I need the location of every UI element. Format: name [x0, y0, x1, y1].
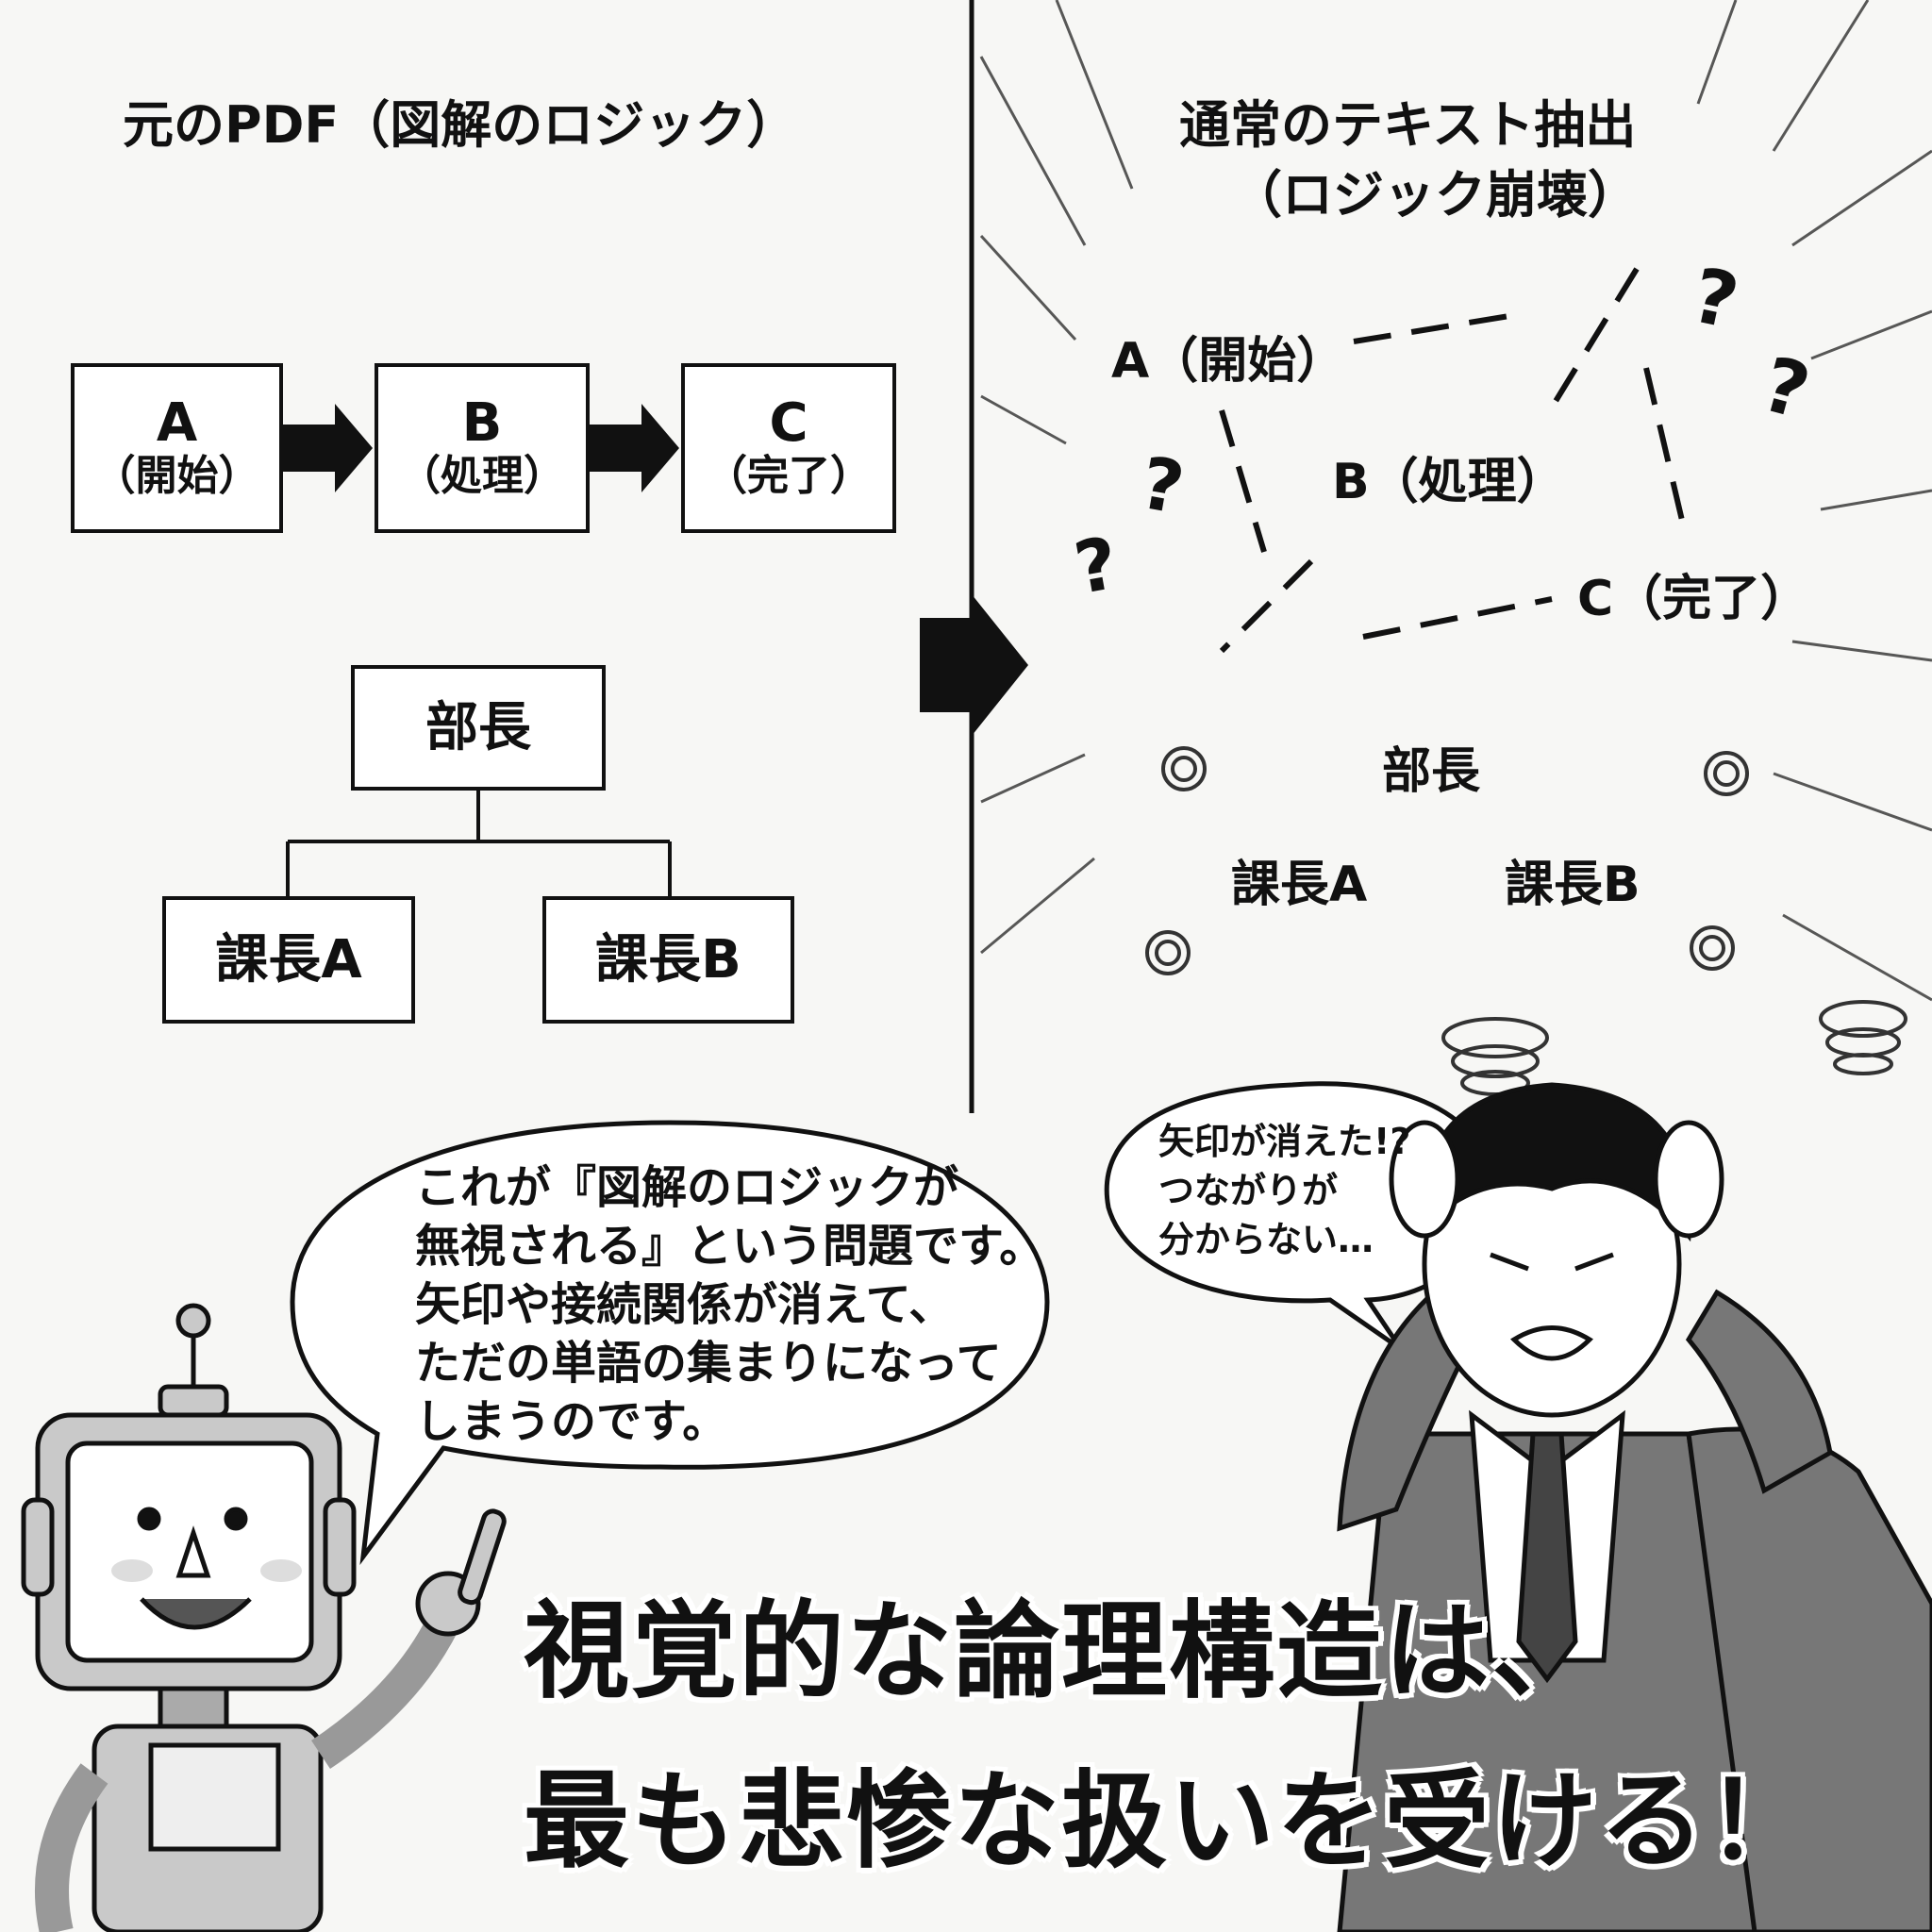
flow-box-a: A （開始）: [71, 363, 283, 533]
scattered-node-chief-a: 課長A: [1231, 857, 1368, 913]
flow-box-letter: B: [461, 391, 503, 454]
org-box-chief-a: 課長A: [162, 896, 415, 1024]
robot-bubble-line: ただの単語の集まりになって: [415, 1337, 1002, 1390]
flow-box-label: （完了）: [706, 452, 872, 501]
flow-box-b: B （処理）: [375, 363, 590, 533]
big-arrow-icon: [920, 594, 1028, 736]
flow-box-letter: C: [769, 391, 808, 454]
caption-line1: 視覚的な論理構造は、: [524, 1591, 1599, 1713]
man-bubble-line: つながりが: [1158, 1170, 1339, 1211]
scattered-node-a: A（開始）: [1111, 333, 1346, 390]
flow-box-label: （開始）: [93, 452, 260, 501]
robot-speech-bubble: [290, 1120, 1050, 1566]
scattered-node-b: B（処理）: [1332, 454, 1566, 510]
arrow-icon: [590, 404, 679, 492]
dizzy-swirl-icons: [1145, 746, 1907, 1096]
flow-box-letter: A: [156, 391, 198, 454]
flow-box-c: C （完了）: [681, 363, 896, 533]
left-panel-title: 元のPDF（図解のロジック）: [123, 95, 798, 155]
org-box-chief-b: 課長B: [542, 896, 794, 1024]
org-box-label: 課長B: [595, 928, 741, 991]
robot-bubble-line: しまうのです。: [415, 1395, 728, 1448]
org-box-label: 課長A: [215, 928, 362, 991]
robot-bubble-line: これが『図解のロジックが: [415, 1161, 959, 1214]
confused-man-illustration: [1337, 1082, 1932, 1932]
man-bubble-line: 分からない…: [1158, 1219, 1374, 1260]
org-box-boss: 部長: [351, 665, 606, 791]
scattered-node-chief-b: 課長B: [1505, 857, 1641, 913]
caption-line2: 最も悲惨な扱いを受ける！: [524, 1760, 1814, 1883]
right-panel-title-line2: （ロジック崩壊）: [1231, 165, 1639, 225]
robot-illustration: [21, 1303, 507, 1932]
right-panel-title-line1: 通常のテキスト抽出: [1179, 95, 1637, 155]
arrow-icon: [283, 404, 373, 492]
man-bubble-line: 矢印が消えた!?: [1158, 1121, 1411, 1162]
org-connectors: [286, 791, 672, 896]
scattered-node-c: C（完了）: [1577, 571, 1810, 627]
robot-bubble-line: 矢印や接続関係が消えて、: [415, 1278, 955, 1331]
scattered-node-boss: 部長: [1382, 743, 1481, 800]
robot-bubble-line: 無視される』という問題です。: [415, 1220, 1045, 1273]
broken-connectors: [1219, 267, 1687, 654]
org-box-label: 部長: [425, 696, 531, 758]
flow-box-label: （処理）: [399, 452, 565, 501]
speed-lines: [979, 0, 1932, 1002]
